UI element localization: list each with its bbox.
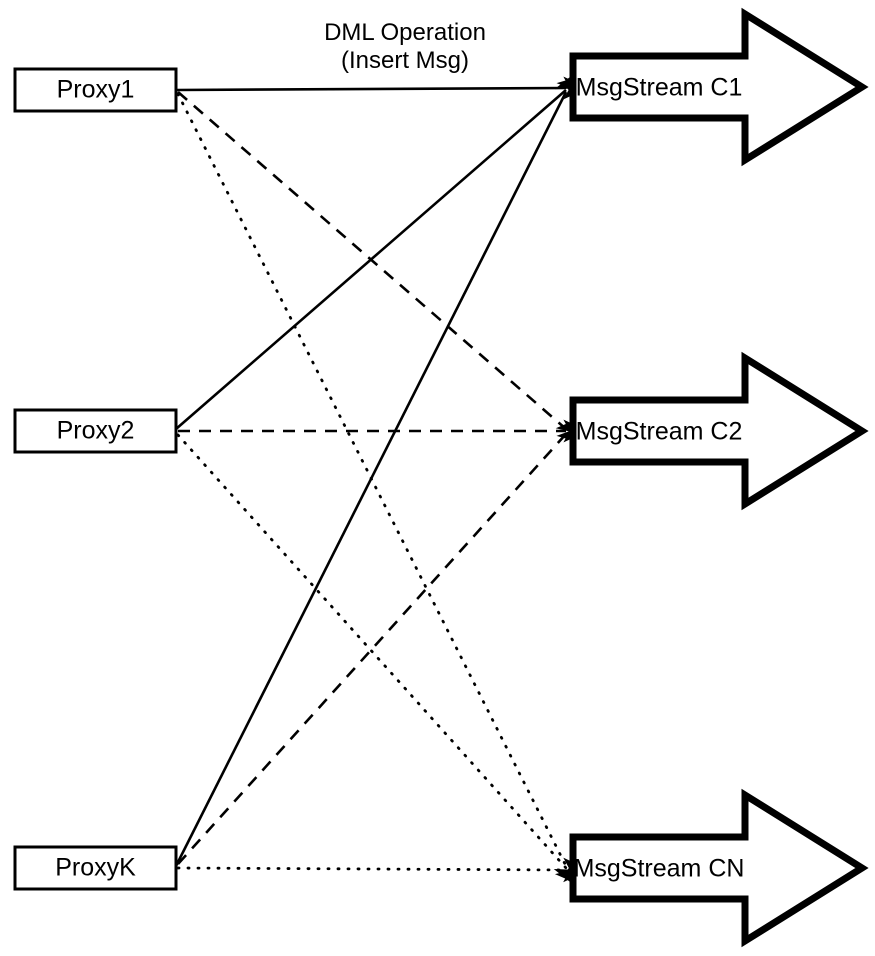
edge-label-line2: (Insert Msg) xyxy=(341,47,469,74)
link-proxy1-to-msgstream-cn xyxy=(176,92,577,888)
proxy2-box[interactable] xyxy=(13,408,178,454)
proxy-node-proxy2[interactable]: Proxy2 xyxy=(13,408,178,454)
proxy-node-proxyk[interactable]: ProxyK xyxy=(13,845,178,891)
link-proxyk-to-msgstream-c1 xyxy=(174,72,576,867)
link-layer xyxy=(174,72,590,888)
link-proxy1-to-msgstream-c2 xyxy=(177,91,583,444)
edge-label-line1: DML Operation xyxy=(324,19,486,46)
msgstream-node-c1[interactable]: MsgStream C1 xyxy=(569,7,869,167)
proxyk-box[interactable] xyxy=(13,845,178,891)
edge-label-dml-operation: DML Operation (Insert Msg) xyxy=(324,19,486,74)
proxy1-label: Proxy1 xyxy=(57,76,135,104)
link-proxy2-to-msgstream-cn xyxy=(176,433,582,886)
msgstream-node-c2[interactable]: MsgStream C2 xyxy=(569,351,869,511)
link-proxyk-to-msgstream-c2 xyxy=(177,417,581,865)
msgstream-c2-arrow-shape[interactable] xyxy=(569,351,869,511)
msgstream-cn-label: MsgStream CN xyxy=(574,855,745,883)
link-proxyk-to-msgstream-cn xyxy=(176,857,590,883)
link-proxy2-to-msgstream-c1 xyxy=(175,75,583,430)
link-proxy1-to-msgstream-c1 xyxy=(175,76,589,100)
proxy1-box[interactable] xyxy=(13,67,178,113)
proxyk-label: ProxyK xyxy=(55,854,136,882)
msgstream-node-cn[interactable]: MsgStream CN xyxy=(569,788,869,948)
msgstream-cn-arrow-shape[interactable] xyxy=(569,788,869,948)
msgstream-c2-label: MsgStream C2 xyxy=(576,418,743,446)
proxy-node-proxy1[interactable]: Proxy1 xyxy=(13,67,178,113)
msgstream-c1-arrow-shape[interactable] xyxy=(569,7,869,167)
proxy2-label: Proxy2 xyxy=(57,417,135,445)
msgstream-c1-label: MsgStream C1 xyxy=(576,74,743,102)
